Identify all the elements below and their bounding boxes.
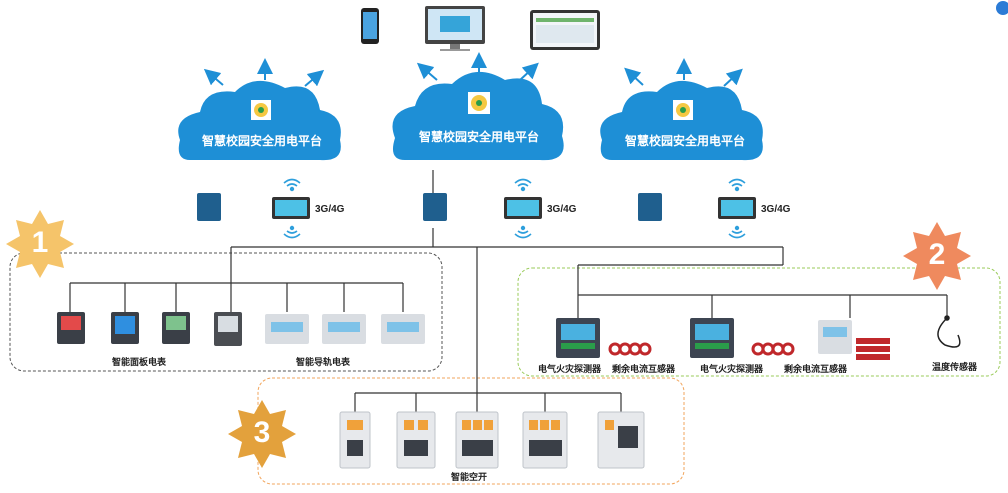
badge-1-shape [6,210,74,278]
wifi-icons [283,178,746,239]
badge-2-shape [903,222,971,290]
residual-transformer-label-1: 剩余电流互感器 [612,365,676,375]
upload-arrows [203,52,743,87]
phone-icon [361,8,379,44]
cloud-shapes [178,71,763,161]
cloud-label-2: 智慧校园安全用电平台 [418,130,539,144]
busbar-transformer-icon [856,338,890,360]
group1-box [9,252,443,372]
network-label-2: 3G/4G [547,204,577,215]
network-label-3: 3G/4G [761,204,791,215]
cloud-label-3: 智慧校园安全用电平台 [624,134,745,148]
group2-box [517,267,1001,377]
smart-breaker-label: 智能空开 [451,473,488,483]
fire-detector-label-1: 电气火灾探测器 [538,365,602,375]
network-label-1: 3G/4G [315,204,345,215]
temperature-sensor-icon [937,315,961,348]
cloud-1 [178,80,341,161]
badge-2-number: 2 [928,238,946,271]
rail-detector-icon [818,320,852,354]
dtu-icons [272,197,756,219]
corner-dot-icon [996,1,1008,15]
panel-meter-icons [57,312,242,346]
monitor-icon [425,6,485,51]
fire-detector-icons [556,318,734,358]
badge-3-shape [228,400,296,468]
smart-breaker-icons [339,411,645,469]
badge-3-number: 3 [253,416,271,449]
rail-meter-label: 智能导轨电表 [296,358,351,368]
panel-meter-label: 智能面板电表 [112,358,167,368]
residual-transformer-icons [608,342,795,356]
tablet-icon [530,10,600,50]
gateway-icons [197,193,662,221]
cloud-logos [251,92,693,120]
cloud-2 [392,71,564,161]
badge-1-number: 1 [31,226,49,259]
residual-transformer-label-2: 剩余电流互感器 [784,365,848,375]
temperature-sensor-label: 温度传感器 [932,363,978,373]
cloud-3 [600,80,763,161]
rail-meter-icons [265,314,425,344]
cloud-label-1: 智慧校园安全用电平台 [201,134,322,148]
fire-detector-label-2: 电气火灾探测器 [700,365,764,375]
